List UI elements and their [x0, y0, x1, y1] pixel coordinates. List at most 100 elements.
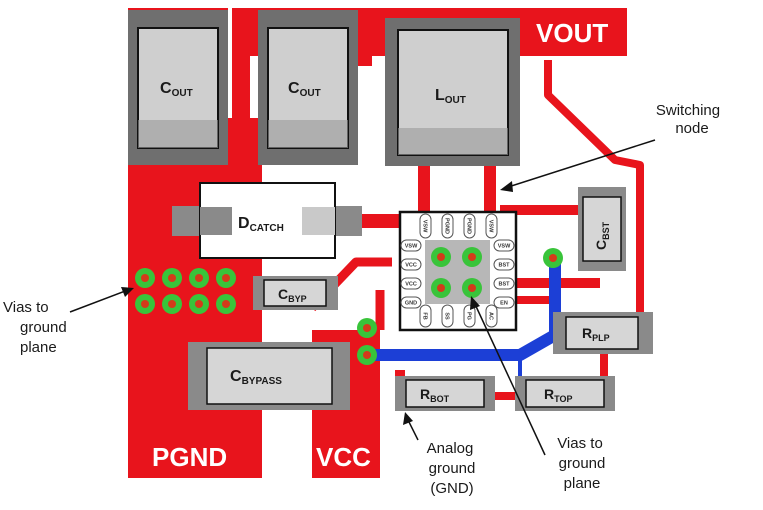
component-cbst: CBST: [578, 187, 626, 271]
ic-pin-bottom-3-label: PG: [466, 312, 472, 320]
ic-pin-right-3-label: BST: [499, 282, 511, 288]
rplp-main: R: [582, 325, 592, 341]
lout-sub: OUT: [445, 95, 466, 106]
net-label-vout: VOUT: [536, 18, 608, 48]
rbot-sub: BOT: [430, 394, 450, 404]
pgnd-via-7: [189, 294, 209, 314]
cbst-sub: BST: [601, 221, 611, 240]
thermal-via-3: [431, 278, 451, 298]
ic-pin-left-4-label: GND: [405, 301, 417, 307]
analog-ground-line2: ground: [429, 460, 476, 477]
ic-pin-top-3-label: PGND: [466, 218, 472, 234]
switching-node-line1: Switching: [656, 102, 720, 119]
pgnd-via-2: [162, 268, 182, 288]
bst-trace: [500, 205, 600, 215]
ic-pin-bottom-2-label: SS: [444, 312, 450, 320]
cbyp-sub: BYP: [288, 294, 307, 304]
ic-pin-right-2-label: BST: [499, 263, 511, 269]
cout1-sub: OUT: [172, 88, 193, 99]
cout2-main: C: [288, 80, 300, 97]
ic-pin-top-2-label: PGND: [444, 218, 450, 234]
dcatch-sub: CATCH: [250, 223, 284, 234]
vcc-via-1: [357, 318, 377, 338]
vias-left-line3: plane: [20, 339, 57, 356]
svg-text:RPLP: RPLP: [582, 325, 610, 343]
ic-pin-left-1-label: VSW: [405, 244, 418, 250]
pgnd-via-8: [216, 294, 236, 314]
svg-text:COUT: COUT: [160, 80, 193, 99]
lout-main: L: [435, 87, 445, 104]
pgnd-via-1: [135, 268, 155, 288]
ic-pin-left-3-label: VCC: [405, 282, 417, 288]
ic-pin-left-1: VSW: [400, 239, 422, 252]
ic-pin-top-2: PGND: [441, 213, 454, 239]
svg-text:CBST: CBST: [593, 221, 611, 250]
ic-pin-bottom-4-label: AC: [488, 312, 494, 320]
ic-pin-top-4: VSW: [485, 213, 498, 239]
ic-pin-right-1-label: VSW: [498, 244, 511, 250]
ic-pin-right-2: BST: [493, 258, 515, 271]
component-rbot: RBOT: [395, 376, 495, 411]
component-cbyp: CBYP: [253, 276, 338, 310]
svg-text:COUT: COUT: [288, 80, 321, 99]
rplp-sub: PLP: [592, 333, 610, 343]
svg-text:CBYPASS: CBYPASS: [230, 368, 282, 387]
en-trace: [510, 296, 555, 304]
svg-text:DCATCH: DCATCH: [238, 215, 284, 234]
cbyp-main: C: [278, 286, 288, 302]
thermal-via-2: [462, 247, 482, 267]
component-cout-2: COUT: [258, 10, 358, 165]
thermal-via-1: [431, 247, 451, 267]
ic-pin-right-4-label: EN: [500, 301, 508, 307]
svg-text:RTOP: RTOP: [544, 386, 572, 404]
ic-pin-left-2-label: VCC: [405, 263, 417, 269]
thermal-via-4: [462, 278, 482, 298]
dcatch-main: D: [238, 215, 250, 232]
svg-text:RBOT: RBOT: [420, 386, 450, 404]
net-label-pgnd: PGND: [152, 442, 227, 472]
vias-left-arrow: [69, 289, 129, 313]
vias-left-line1: Vias to: [3, 299, 49, 316]
ic-pin-left-4: GND: [400, 296, 422, 309]
ic-pin-top-1: VSW: [419, 213, 432, 239]
ic-pin-bottom-1-label: FB: [422, 312, 428, 319]
ic-pin-bottom-4: AC: [485, 304, 498, 328]
component-lout: LOUT: [385, 18, 520, 166]
ic-pin-bottom-3: PG: [463, 304, 476, 328]
ic-pin-bottom-1: FB: [419, 304, 432, 328]
rtop-sub: TOP: [554, 394, 572, 404]
vcc-via-2: [357, 345, 377, 365]
pgnd-via-3: [189, 268, 209, 288]
component-cbypass: CBYPASS: [188, 342, 350, 410]
component-cout-1: COUT: [128, 10, 228, 165]
svg-text:LOUT: LOUT: [435, 87, 466, 106]
vias-bottom-line3: plane: [564, 475, 601, 492]
component-rtop: RTOP: [515, 376, 615, 411]
ic-pin-left-2: VCC: [400, 258, 422, 271]
dcatch-sw-trace: [360, 214, 405, 228]
analog-ground-line3: (GND): [430, 480, 473, 497]
ic-pin-left-3: VCC: [400, 277, 422, 290]
cbypass-main: C: [230, 368, 242, 385]
vias-bottom-arrow: [473, 301, 546, 456]
ic-pin-right-1: VSW: [493, 239, 515, 252]
pgnd-via-5: [135, 294, 155, 314]
rtop-main: R: [544, 386, 554, 402]
agnd-trace-main: [368, 262, 561, 361]
ic-pin-right-4: EN: [493, 296, 515, 309]
component-rplp: RPLP: [553, 312, 653, 354]
net-label-vcc: VCC: [316, 442, 371, 472]
pgnd-top-strip: [232, 8, 250, 158]
pgnd-via-4: [216, 268, 236, 288]
switching-node-line2: node: [675, 120, 708, 137]
ic-pin-top-1-label: VSW: [422, 220, 428, 233]
sw-node-up: [418, 160, 430, 220]
